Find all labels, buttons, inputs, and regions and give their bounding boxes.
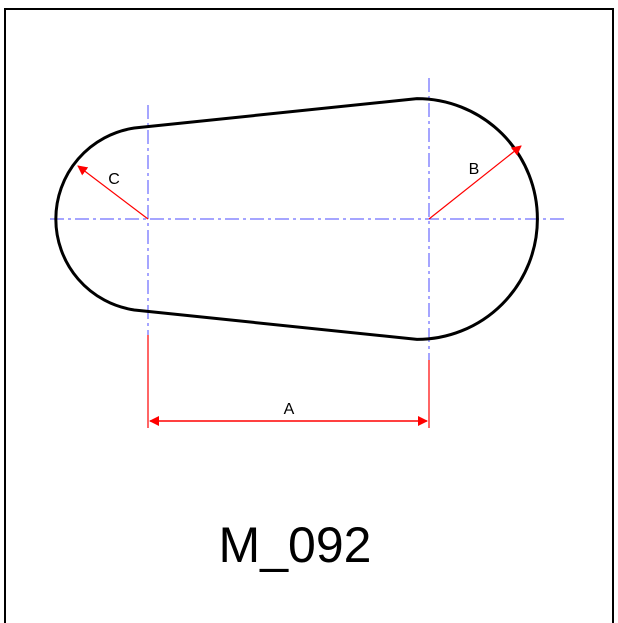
centerlines <box>50 78 565 360</box>
radius-label-c: C <box>108 171 120 188</box>
frame-top-border <box>4 8 614 10</box>
radius-c: C <box>77 165 149 220</box>
frame-right-border <box>612 8 614 623</box>
frame-left-border <box>4 8 6 623</box>
dimension-a: A <box>147 335 430 428</box>
dimension-label-a: A <box>284 401 295 418</box>
radius-label-b: B <box>469 161 480 178</box>
radius-line-b <box>428 145 522 220</box>
radius-line-c <box>77 165 149 220</box>
drawing-caption: M_092 <box>218 517 372 573</box>
radius-b: B <box>428 145 522 220</box>
part-outline <box>54 97 539 341</box>
